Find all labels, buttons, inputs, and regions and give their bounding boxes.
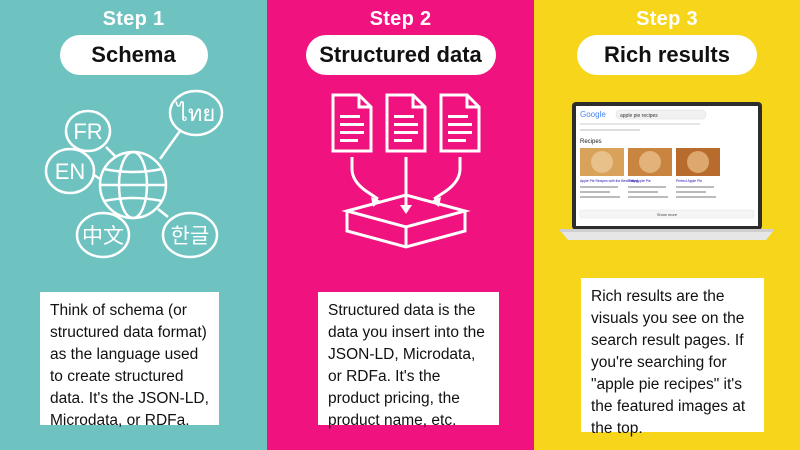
step-3-label: Step 3 <box>636 8 698 30</box>
lang-zh: 中文 <box>82 225 124 248</box>
step-2-title: Structured data <box>305 35 496 75</box>
laptop-serp-icon: Google apple pie recipes Recipes Apple P… <box>560 102 774 240</box>
serp-query: apple pie recipes <box>620 113 658 119</box>
documents-to-database-icon <box>331 93 481 249</box>
language-globe-icon: FR ไทย EN 中文 한글 <box>44 89 224 259</box>
serp-show-more: Show more <box>657 212 678 217</box>
serp-google-logo: Google <box>580 110 606 119</box>
lang-fr: FR <box>73 119 102 144</box>
step-3-title: Rich results <box>577 35 757 75</box>
step-1-description: Think of schema (or structured data form… <box>40 292 219 429</box>
step-3-panel: Step 3 Rich results Google apple pie rec… <box>534 0 800 450</box>
step-2-panel: Step 2 Structured data <box>267 0 534 450</box>
lang-thai: ไทย <box>175 101 215 126</box>
step-1-label: Step 1 <box>102 8 165 30</box>
lang-en: EN <box>55 159 86 184</box>
step-1-panel: Step 1 Schema <box>0 0 267 450</box>
step-3-description: Rich results are the visuals you see on … <box>581 278 764 437</box>
step-2-description: Structured data is the data you insert i… <box>318 292 499 429</box>
serp-recipe-3: Perfect Apple Pie <box>676 179 702 183</box>
lang-ko: 한글 <box>171 225 210 248</box>
serp-recipe-2: Easy Apple Pie <box>628 179 651 183</box>
serp-recipe-1: Apple Pie Recipes with the Best Filling <box>580 179 638 183</box>
step-1-title: Schema <box>59 35 208 75</box>
serp-section-title: Recipes <box>580 139 602 145</box>
step-2-label: Step 2 <box>369 8 432 30</box>
